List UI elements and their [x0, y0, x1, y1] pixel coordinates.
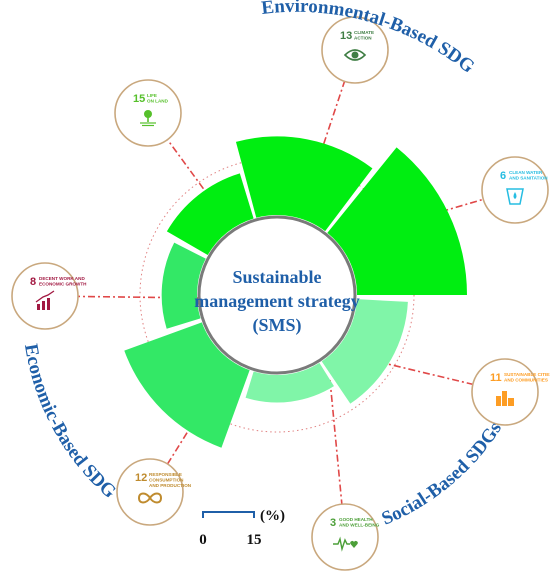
sdg-3-number: 3 [330, 517, 336, 529]
sdg-15-number: 15 [133, 93, 145, 105]
sdg-3-title: GOOD HEALTH [339, 517, 373, 522]
sdg-12-title: AND PRODUCTION [149, 483, 192, 488]
water-glass-icon [506, 188, 524, 205]
connector-sdg-13 [299, 49, 356, 216]
scale-min-label: 0 [199, 532, 207, 548]
scale-unit-label: (%) [260, 508, 285, 524]
sdg-13-number: 13 [340, 30, 352, 42]
sdg-13-title: CLIMATE [354, 30, 374, 35]
center-line-1: Sustainable [232, 267, 321, 287]
social-group-label: Social-Based SDGs [379, 418, 506, 529]
sdg-6-title: AND SANITATION [509, 176, 548, 181]
scale-bar: 0 15 (%) [199, 508, 285, 548]
bar-sdg-6 [327, 147, 467, 295]
bar-sdg-15 [166, 173, 254, 255]
tree-icon [140, 110, 156, 127]
sdg-8-title: DECENT WORK AND [39, 276, 85, 281]
sdg-11-title: AND COMMUNITIES [504, 378, 548, 383]
bar-sdg-13 [235, 136, 373, 232]
sdg-8-number: 8 [30, 276, 36, 288]
sdg-8-title: ECONOMIC GROWTH [39, 282, 87, 287]
environmental-label-path: Environmental-Based SDGs [0, 0, 479, 78]
sdg-3-circle [311, 503, 379, 571]
sdg-6-title: CLEAN WATER [509, 170, 543, 175]
sdg-6-circle [481, 156, 549, 224]
heartbeat-icon [333, 536, 358, 552]
sdg-12-title: CONSUMPTION [149, 478, 184, 483]
center-line-3: (SMS) [253, 315, 302, 336]
sdg-15-title: ON LAND [147, 99, 169, 104]
scale-bracket [202, 511, 255, 518]
social-label-path: Social-Based SDGs [379, 418, 506, 529]
center-line-2: management strategy [194, 291, 359, 311]
bar-sdg-8 [161, 242, 206, 329]
center-circle [197, 215, 357, 375]
city-icon [496, 391, 514, 406]
bar-segments [124, 136, 467, 448]
eye-globe-icon [343, 49, 367, 61]
bar-sdg-3 [245, 362, 334, 403]
bar-sdg-12 [124, 322, 250, 448]
scale-max-label: 15 [247, 532, 262, 548]
sdg-12-title: RESPONSIBLE [149, 472, 182, 477]
bar-sdg-11 [321, 299, 408, 404]
sdg-11-title: SUSTAINABLE CITIES [504, 372, 550, 377]
sdg-15-title: LIFE [147, 93, 157, 98]
economic-label-path: Economic-Based SDGs [0, 0, 120, 503]
sdg-13-title: ACTION [354, 36, 372, 41]
infinity-icon [137, 492, 163, 504]
environmental-group-label: Environmental-Based SDGs [0, 0, 479, 78]
sdg-12-number: 12 [135, 472, 147, 484]
sdg-3-title: AND WELL-BEING [339, 523, 380, 528]
sdg-11-number: 11 [490, 372, 502, 384]
economic-group-label: Economic-Based SDGs [0, 0, 120, 503]
sdg-12-circle [116, 458, 184, 526]
sdg-6-number: 6 [500, 170, 506, 182]
growth-chart-icon [35, 290, 55, 310]
